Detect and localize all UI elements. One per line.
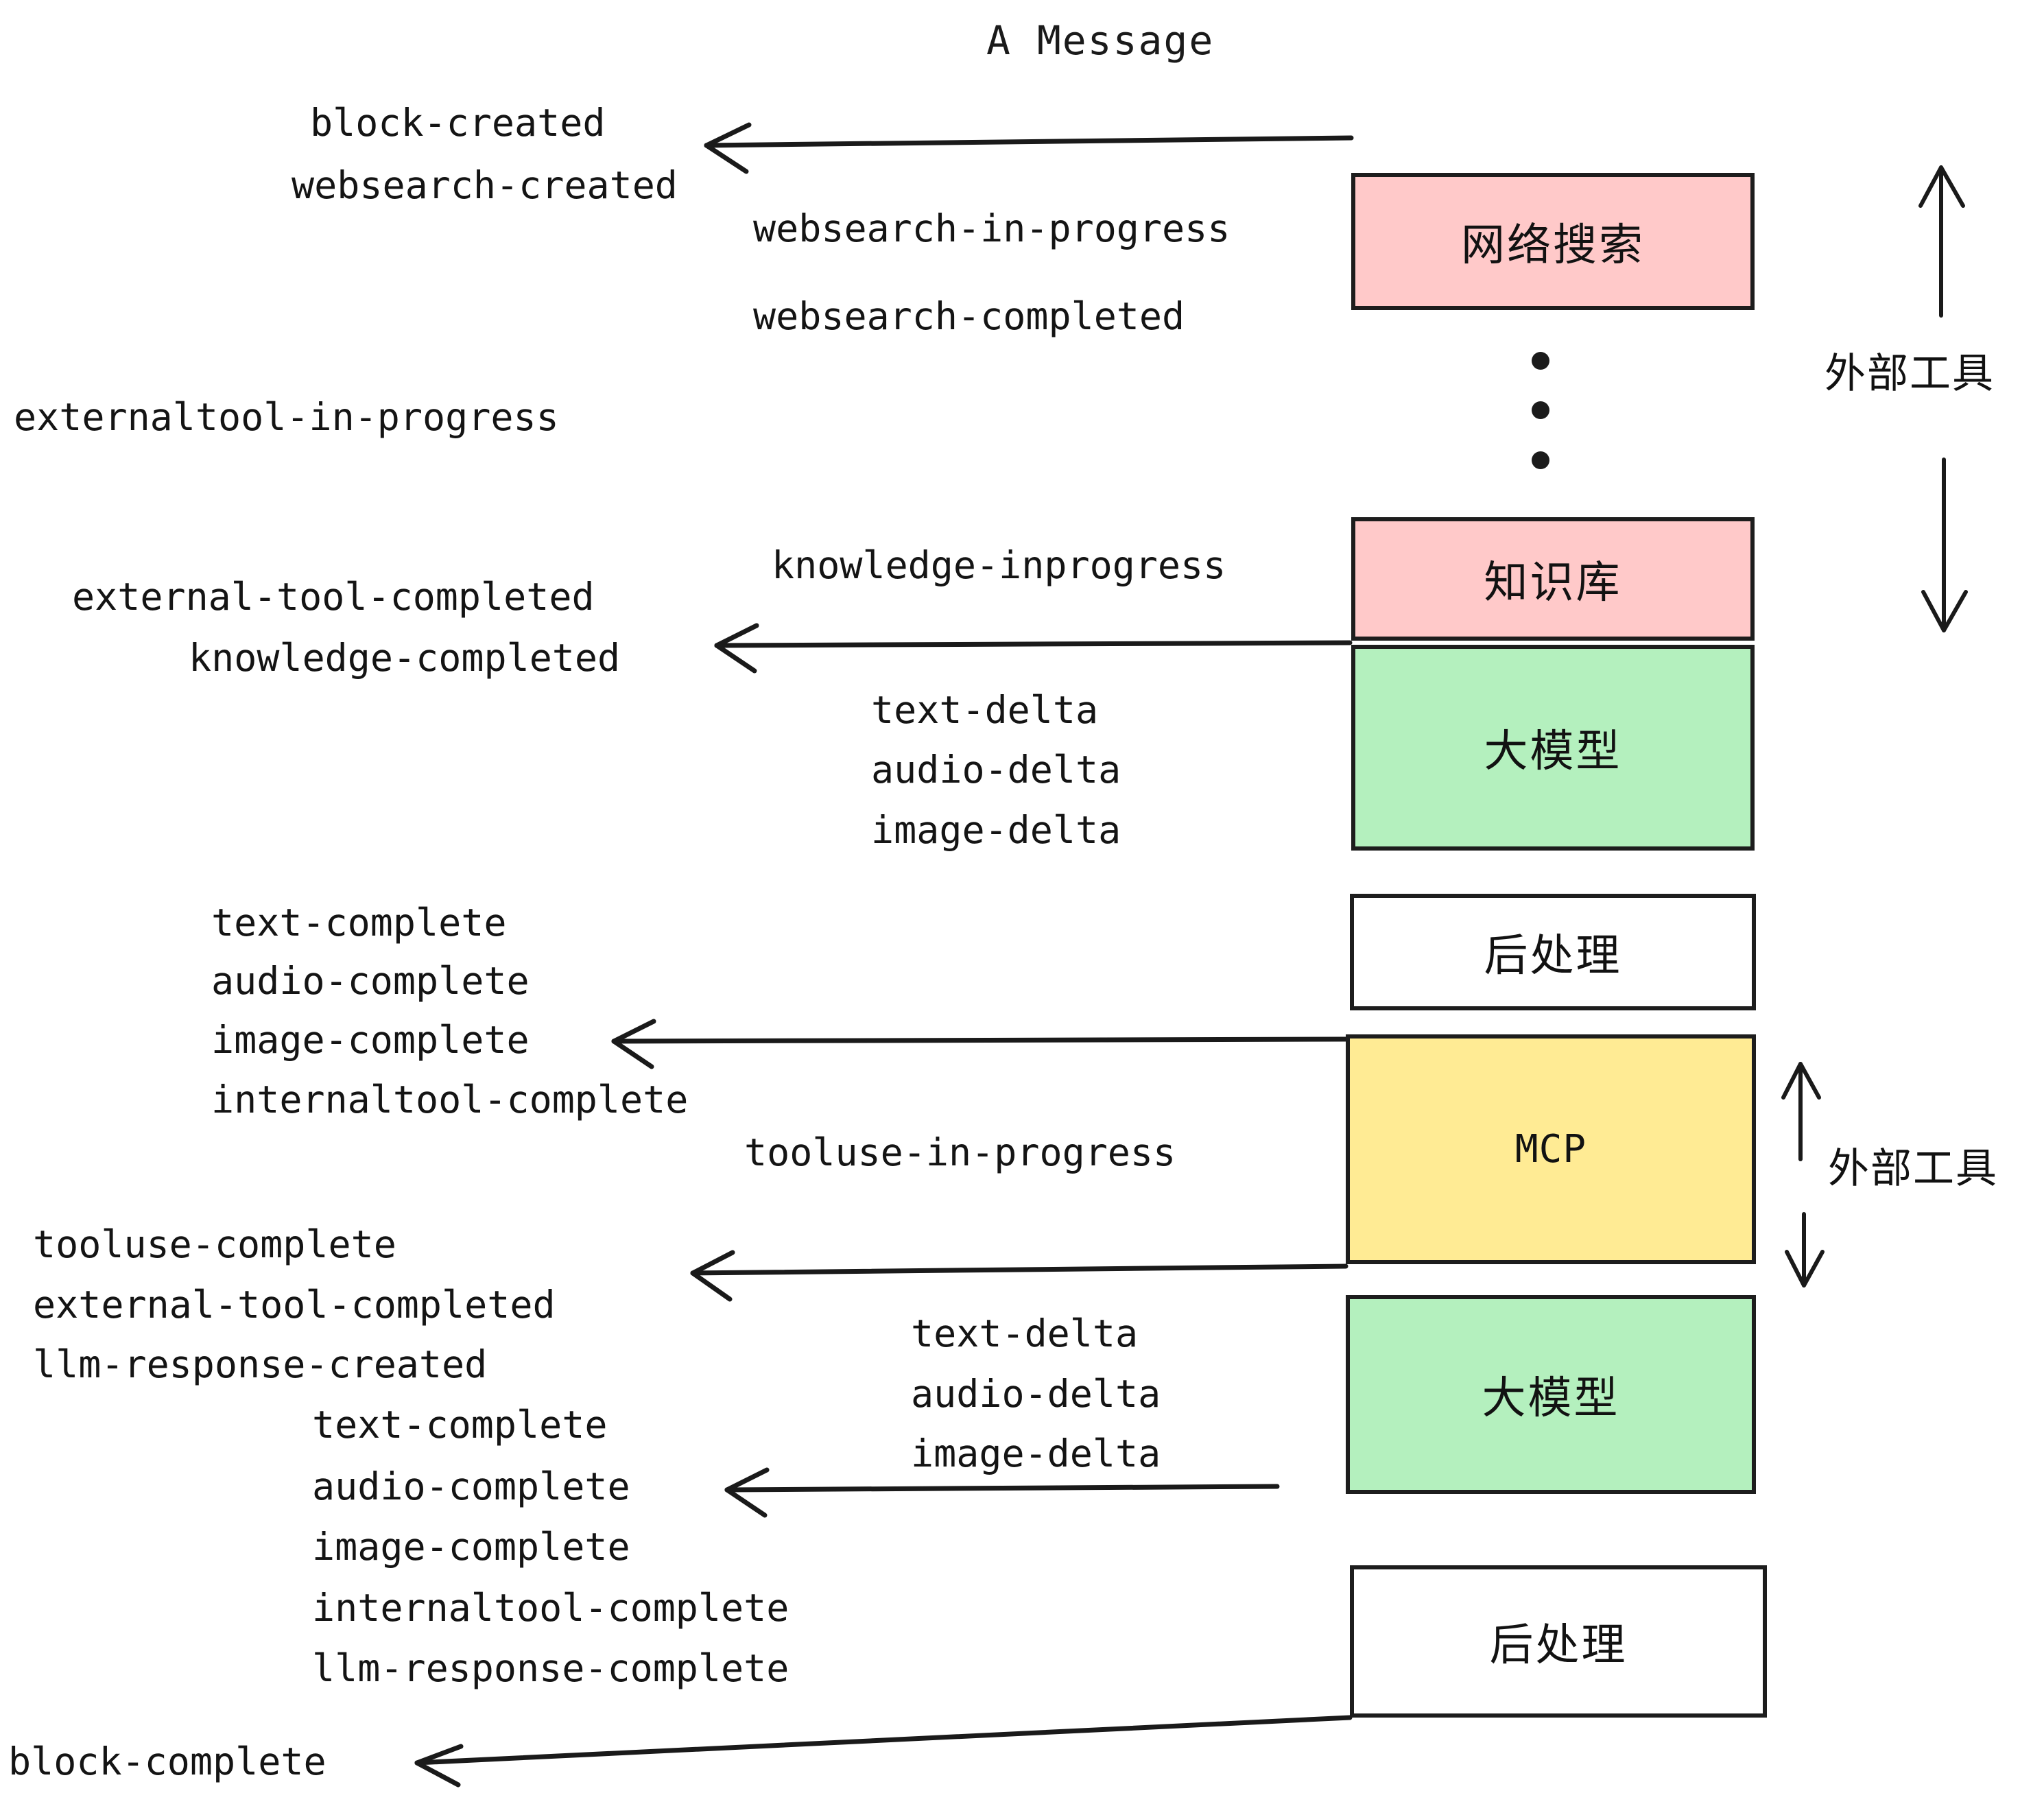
side-label-external-tools-bottom: 外部工具 — [1828, 1145, 1998, 1193]
arrow-llm2-to-audiocomplete — [724, 1467, 1280, 1518]
event-external-tool-completed-1: external-tool-completed — [72, 575, 595, 619]
event-llm-response-created: llm-response-created — [33, 1342, 488, 1386]
ellipsis-dot-3 — [1532, 451, 1549, 469]
arrow-postprocess1-to-imagecomplete — [611, 1019, 1348, 1069]
event-llm-response-complete: llm-response-complete — [312, 1646, 789, 1690]
node-postprocess-1-label: 后处理 — [1484, 931, 1622, 982]
event-image-delta-2: image-delta — [911, 1432, 1161, 1475]
event-audio-complete-2: audio-complete — [312, 1464, 630, 1508]
event-image-delta-1: image-delta — [871, 808, 1121, 852]
node-postprocess-1[interactable]: 后处理 — [1350, 894, 1756, 1010]
event-websearch-created: websearch-created — [292, 163, 678, 207]
node-postprocess-2[interactable]: 后处理 — [1350, 1565, 1767, 1718]
node-knowledge-label: 知识库 — [1484, 558, 1622, 608]
ellipsis-dot-1 — [1532, 352, 1549, 370]
node-mcp-label: MCP — [1514, 1127, 1587, 1172]
node-postprocess-2-label: 后处理 — [1489, 1620, 1628, 1671]
node-llm-2-label: 大模型 — [1482, 1373, 1620, 1424]
event-tooluse-complete: tooluse-complete — [33, 1222, 396, 1266]
node-websearch[interactable]: 网络搜索 — [1351, 173, 1755, 310]
arrow-mcp-to-tooluse-complete — [690, 1250, 1348, 1302]
event-audio-complete-1: audio-complete — [211, 959, 530, 1003]
side-label-external-tools-top: 外部工具 — [1825, 350, 1995, 398]
event-text-delta-2: text-delta — [911, 1312, 1139, 1355]
event-text-delta-1: text-delta — [871, 688, 1099, 732]
event-knowledge-inprogress: knowledge-inprogress — [772, 543, 1226, 587]
external-tools-bracket-bottom — [1781, 1062, 1825, 1287]
node-websearch-label: 网络搜索 — [1461, 220, 1645, 271]
ellipsis-dot-2 — [1532, 401, 1549, 419]
event-block-created: block-created — [310, 101, 606, 145]
arrow-websearch-to-blockcreated — [704, 122, 1354, 174]
event-image-complete-2: image-complete — [312, 1525, 630, 1569]
event-externaltool-in-progress: externaltool-in-progress — [14, 395, 559, 439]
event-text-complete-2: text-complete — [312, 1403, 608, 1447]
node-knowledge[interactable]: 知识库 — [1351, 517, 1755, 641]
node-llm-1-label: 大模型 — [1484, 726, 1622, 777]
page-title: A Message — [986, 17, 1215, 64]
event-internaltool-complete-1: internaltool-complete — [211, 1078, 689, 1121]
node-llm-1[interactable]: 大模型 — [1351, 645, 1755, 851]
arrow-postprocess2-to-blockcomplete — [414, 1715, 1353, 1788]
event-audio-delta-2: audio-delta — [911, 1372, 1161, 1416]
node-mcp[interactable]: MCP — [1346, 1034, 1756, 1264]
event-image-complete-1: image-complete — [211, 1018, 530, 1062]
event-audio-delta-1: audio-delta — [871, 748, 1121, 792]
event-tooluse-in-progress: tooluse-in-progress — [744, 1130, 1176, 1174]
event-block-complete: block-complete — [8, 1740, 326, 1783]
event-text-complete-1: text-complete — [211, 901, 507, 945]
event-external-tool-completed-2: external-tool-completed — [33, 1283, 556, 1327]
event-knowledge-completed: knowledge-completed — [189, 636, 621, 680]
event-internaltool-complete-2: internaltool-complete — [312, 1586, 789, 1630]
event-websearch-in-progress: websearch-in-progress — [753, 206, 1231, 250]
event-websearch-completed: websearch-completed — [753, 294, 1185, 338]
arrow-knowledge-to-knowledgecompleted — [714, 623, 1353, 674]
node-llm-2[interactable]: 大模型 — [1346, 1295, 1756, 1494]
